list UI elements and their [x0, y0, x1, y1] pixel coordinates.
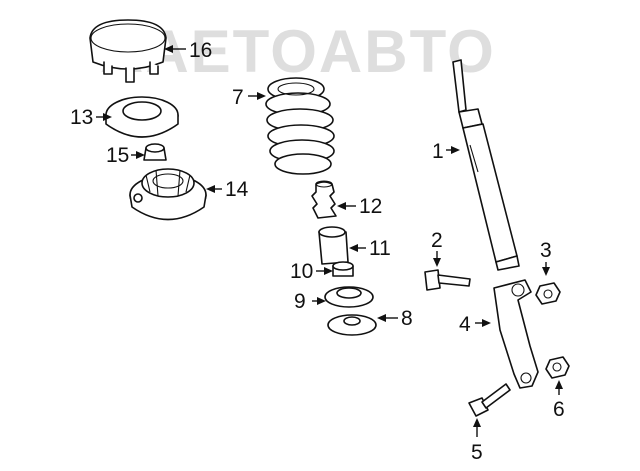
- callout-9: 9: [294, 290, 306, 313]
- callout-16: 16: [189, 39, 212, 62]
- part-13-spring-seat: [105, 96, 179, 138]
- part-6-nut: [545, 356, 570, 379]
- callout-7: 7: [232, 86, 244, 109]
- callout-10: 10: [290, 260, 313, 283]
- part-1-shock-absorber: [452, 59, 520, 271]
- part-5-bolt: [468, 383, 511, 417]
- callout-4: 4: [459, 313, 471, 336]
- part-15-nut: [143, 143, 167, 161]
- part-16-top-cap: [89, 19, 167, 83]
- callout-12: 12: [359, 195, 382, 218]
- part-4-bracket: [493, 279, 539, 389]
- part-12-bump-stop: [311, 180, 337, 219]
- callout-15: 15: [106, 144, 129, 167]
- watermark-text: AAETOABTO: [100, 18, 496, 85]
- part-8-insulator: [327, 314, 377, 336]
- callout-leaders: [96, 45, 563, 437]
- part-14-strut-mount: [129, 168, 207, 221]
- watermark-logo: AAETOABTO: [100, 18, 496, 85]
- part-9-lower-seat: [324, 286, 374, 308]
- part-10-isolator: [332, 261, 354, 277]
- callout-1: 1: [432, 140, 444, 163]
- callout-3: 3: [540, 239, 552, 262]
- callout-14: 14: [225, 178, 249, 201]
- part-11-dust-boot: [318, 226, 349, 265]
- callout-5: 5: [471, 441, 483, 464]
- callout-labels: 16 13 15 14 7 12 11 10 9 8 1 2 3 4 5 6: [70, 39, 565, 464]
- callout-6: 6: [553, 398, 565, 421]
- part-3-nut: [535, 282, 561, 305]
- callout-2: 2: [431, 229, 443, 252]
- callout-13: 13: [70, 106, 93, 129]
- part-2-bolt: [424, 269, 471, 291]
- callout-11: 11: [369, 237, 391, 260]
- part-7-coil-spring: [265, 77, 335, 175]
- callout-8: 8: [401, 307, 413, 330]
